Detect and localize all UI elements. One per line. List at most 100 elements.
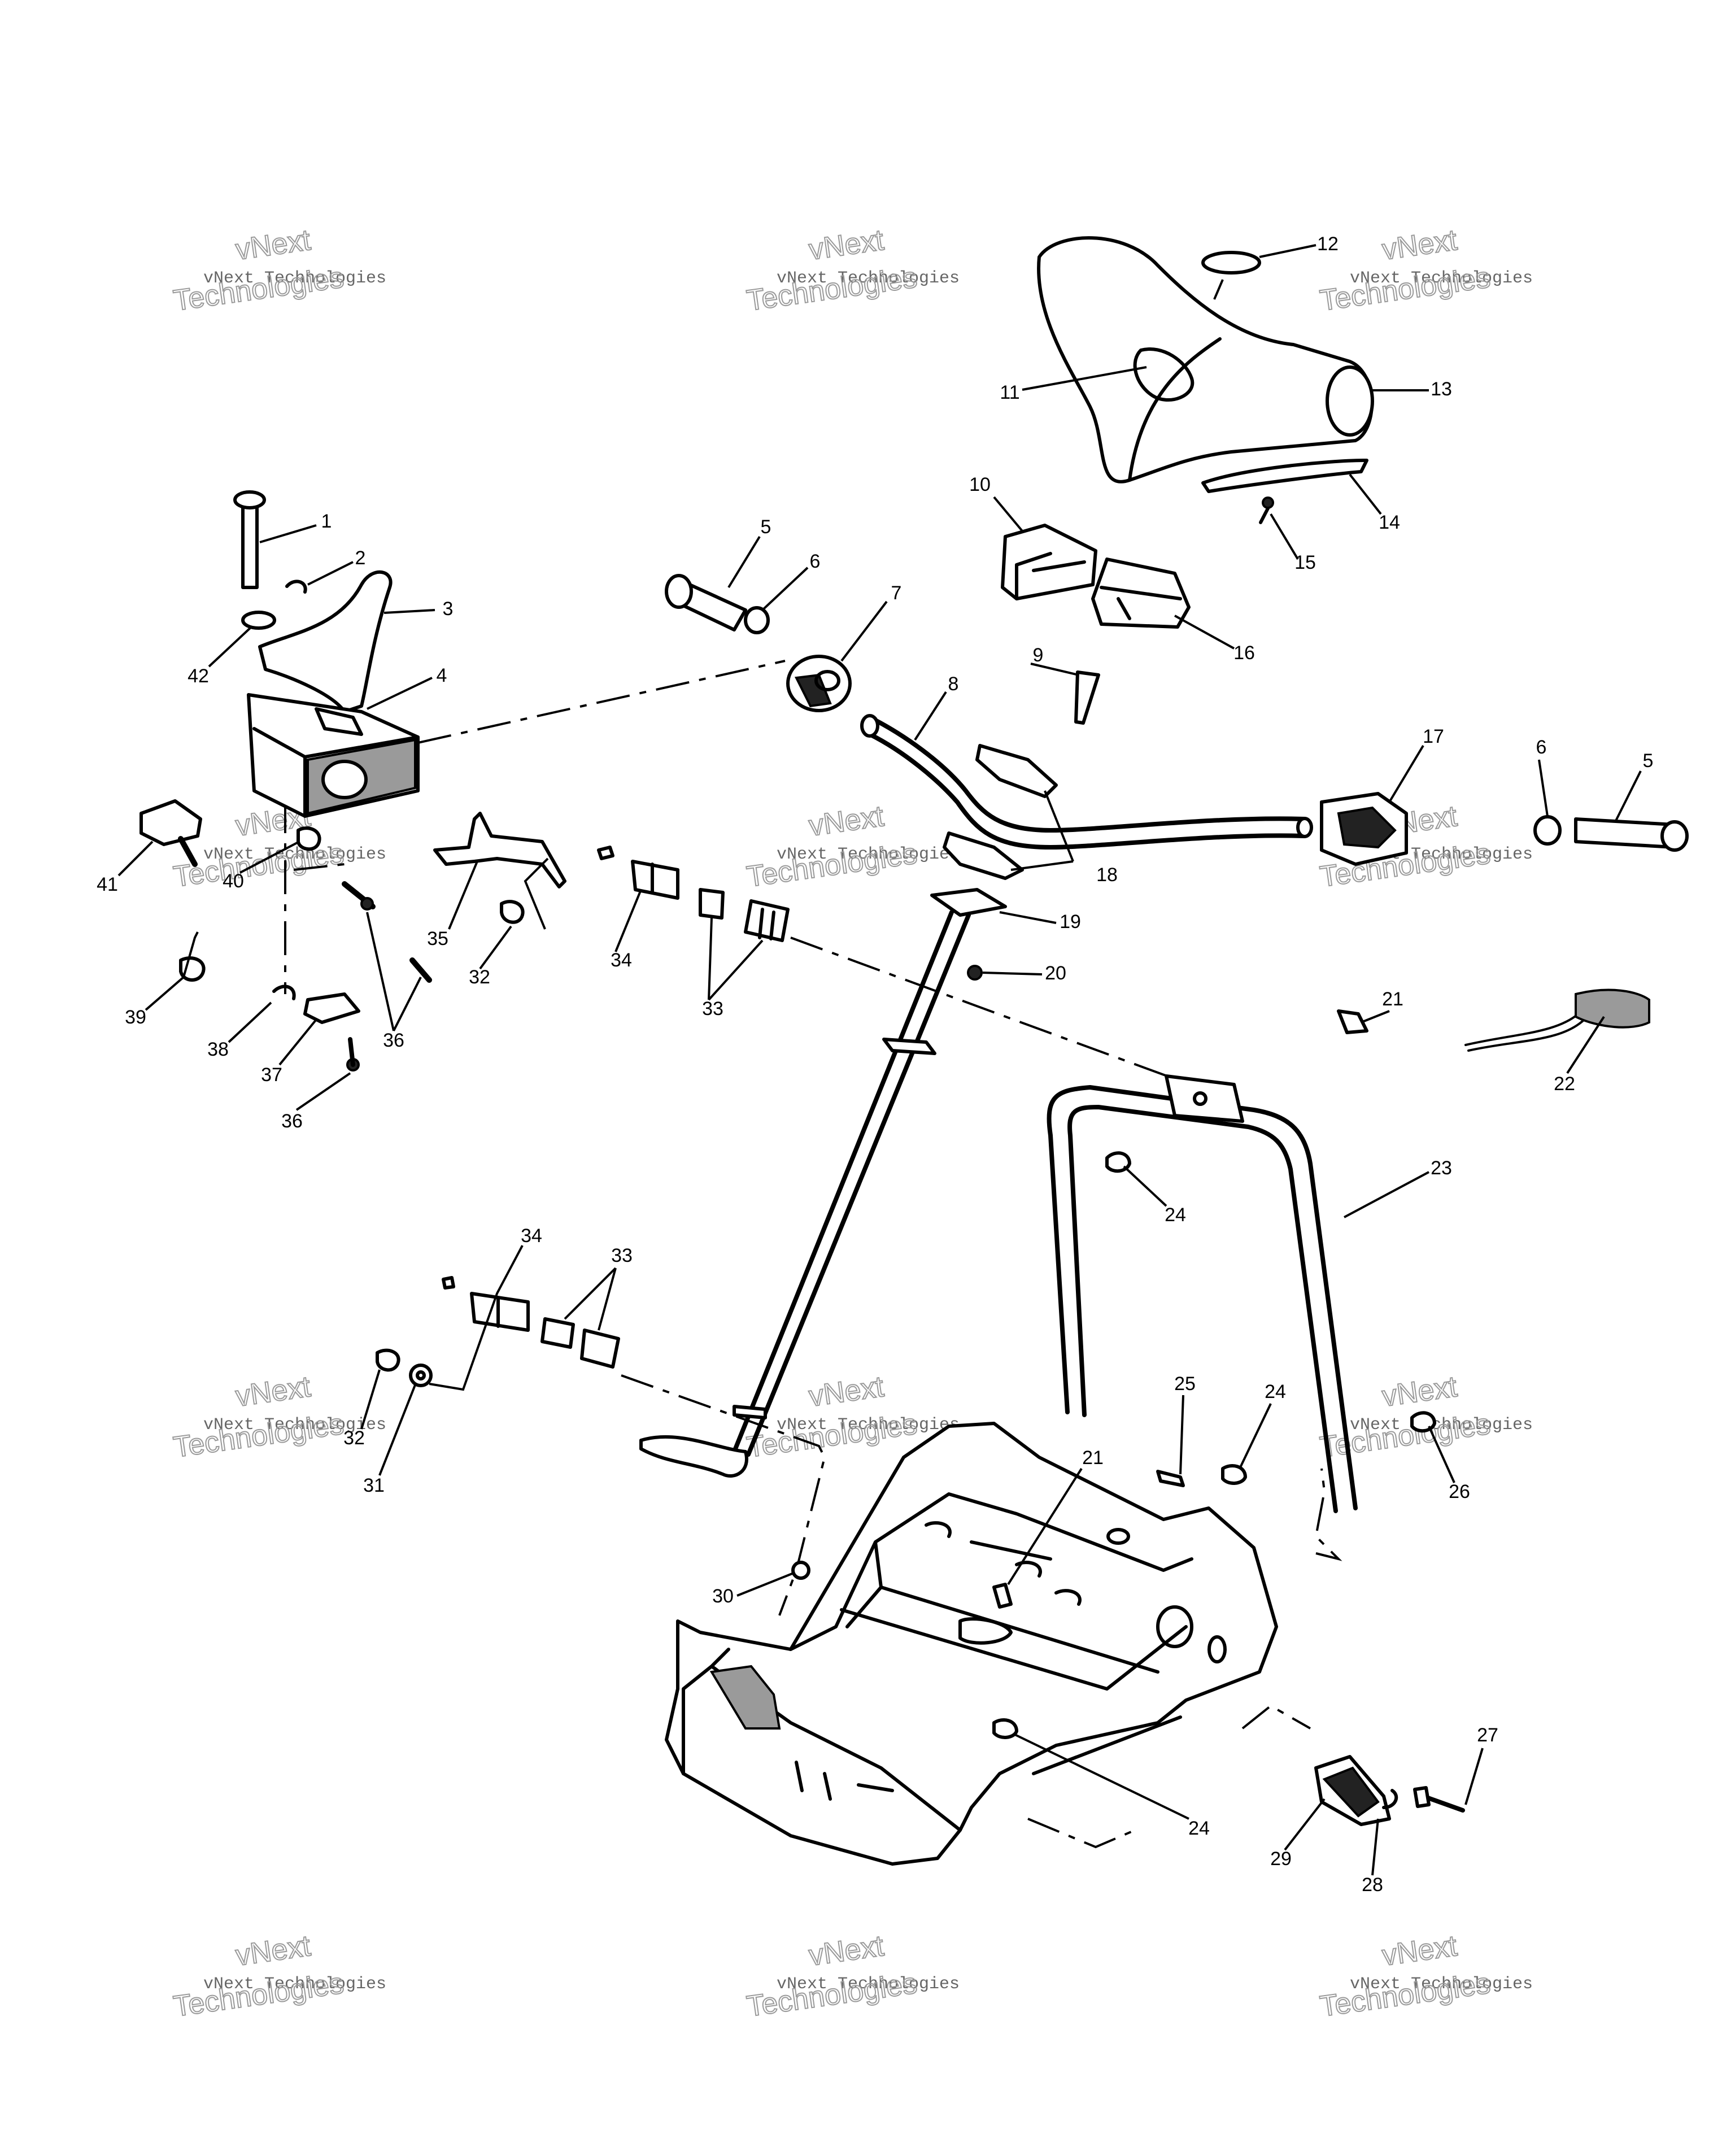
leader [366,912,422,1031]
chassis-hole [1106,1528,1130,1545]
callout-6: 6 [1536,737,1547,758]
leader [1022,366,1147,391]
leader [1123,1165,1167,1207]
callout-25: 25 [1174,1373,1196,1395]
wiring-harness [1464,988,1650,1052]
washer-40 [297,826,321,851]
leader [1344,1171,1429,1218]
callout-32: 32 [343,1427,365,1449]
harness-sleeve [1575,988,1650,1029]
svg-text:vNext Technologies: vNext Technologies [203,845,386,864]
pin [241,494,259,589]
callout-17: 17 [1423,726,1444,747]
chassis-skid-edge [1032,1715,1182,1775]
steering-support-hoop [1047,1009,1436,1513]
leader [1010,790,1074,871]
clip-24c [992,1718,1018,1739]
seat-cover [1037,236,1374,484]
callout-15: 15 [1294,552,1316,573]
pin-head [233,490,266,509]
svg-text:vNext: vNext [807,800,886,843]
chassis-hole-large [1156,1605,1193,1648]
svg-text:vNext Technologies: vNext Technologies [777,845,960,864]
callout-13: 13 [1431,378,1452,400]
bolt-tip-lower [442,1276,455,1290]
leader [840,600,888,662]
watermark: vNext Technologies vNext Technologies [171,1929,386,2024]
handlebar-clamp-lower [943,831,1024,880]
leader [429,1245,524,1391]
svg-text:vNext: vNext [1380,1370,1459,1413]
callout-35: 35 [427,928,448,949]
shaft-collar-lower [733,1405,767,1419]
bushing-33c [540,1317,575,1349]
washer-30 [791,1561,810,1580]
seat-assembly [1037,236,1374,524]
callout-38: 38 [207,1039,229,1060]
chassis-brackets [925,1521,1082,1606]
leader [228,1001,272,1043]
chassis-pad [958,1617,1013,1645]
callout-10: 10 [969,474,991,495]
shaft-collar [882,1038,936,1055]
leader [278,1018,317,1066]
leader [1361,1010,1390,1023]
hoop-mount-hole [1193,1091,1207,1106]
svg-text:vNext Technologies: vNext Technologies [1350,269,1533,288]
svg-text:vNext Technologies: vNext Technologies [1350,1415,1533,1435]
callout-27: 27 [1477,1724,1498,1746]
handlebar-clamp-upper [975,744,1058,798]
leader [1566,1016,1605,1074]
bolt-21-lower [992,1583,1013,1609]
leader [1284,1798,1326,1851]
leader [1428,1426,1455,1483]
leader [367,677,433,710]
handlebar-end [1296,817,1313,838]
watermark: vNext Technologies vNext Technologies [1318,223,1533,318]
callout-24: 24 [1265,1381,1286,1403]
bushing-33b [744,899,790,942]
pad-cover-detail [1100,586,1182,620]
callout-6: 6 [810,551,821,572]
callout-32: 32 [469,966,490,988]
callout-36: 36 [383,1030,404,1051]
grip-bushing-left [744,606,770,634]
watermark: vNext Technologies vNext Technologies [744,1929,960,2024]
alignment-line [1027,1704,1311,1849]
plate-37 [303,992,360,1024]
callout-36: 36 [281,1110,303,1132]
nut-32 [500,900,525,924]
clip-24b [1221,1464,1247,1485]
callout-3: 3 [443,598,454,620]
grip-right-end [1660,820,1689,852]
callout-18: 18 [1096,864,1118,886]
steering-post [639,888,1007,1478]
chassis-ribs [795,1761,894,1801]
seat-emblem [1201,251,1261,275]
light-lens [1322,1766,1380,1818]
handlebar-pad [1001,524,1191,629]
bulb-stem [1421,1794,1465,1813]
nut-32-lower [376,1348,400,1372]
screw-36c-shank [348,1037,355,1067]
leader [479,925,512,970]
watermark: vNext Technologies vNext Technologies [744,223,960,318]
nut-20 [967,965,983,981]
svg-text:vNext Technologies: vNext Technologies [203,1975,386,1994]
clamp-bolt [1074,670,1100,725]
callout-8: 8 [948,673,959,695]
nut-26 [1410,1411,1436,1433]
alignment-lines [284,660,1342,1849]
seat-patch [1133,347,1195,402]
leader [564,1267,617,1331]
leader [1174,615,1235,650]
svg-text:vNext: vNext [807,224,886,267]
leader [145,931,199,1011]
washer [241,611,276,630]
watermark: vNext Technologies vNext Technologies [171,1370,386,1465]
handlebar-top-edge [868,715,1307,833]
watermark: vNext Technologies vNext Technologies [744,799,960,894]
leader [1213,244,1316,300]
leader [383,609,435,614]
callout-1: 1 [321,511,332,532]
